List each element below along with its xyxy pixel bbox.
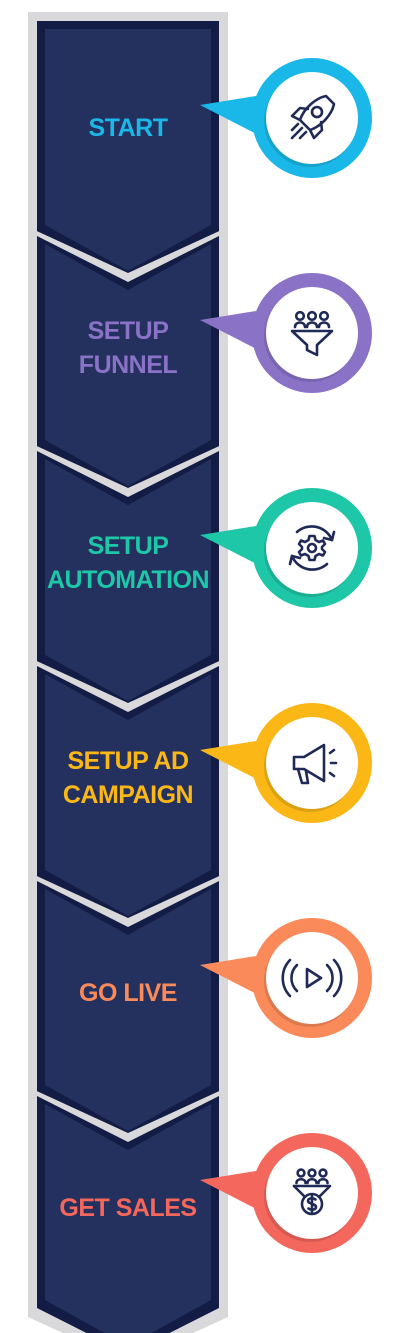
step-label-line: FUNNEL [79, 351, 178, 379]
chevron-face [45, 674, 211, 916]
step-label: SETUP FUNNEL [79, 317, 178, 379]
funnel-people-icon [290, 310, 334, 357]
step-label-line: GO LIVE [79, 979, 177, 1007]
bubble-inner [266, 72, 358, 164]
funnel-dollar-icon [292, 1168, 332, 1216]
step-label: SETUP AD CAMPAIGN [63, 747, 193, 809]
step-label: GET SALES [59, 1194, 196, 1222]
bubble-pointer [200, 956, 268, 1000]
rocket-icon [290, 94, 336, 140]
step-label-line: SETUP [88, 532, 169, 560]
bubble-inner [266, 717, 358, 809]
process-step: SETUP AD CAMPAIGN [28, 657, 372, 933]
chevron-face [45, 889, 211, 1131]
step-icon-bubble [200, 703, 372, 823]
bubble-inner [266, 502, 358, 594]
process-step: GET SALES [28, 1087, 372, 1333]
step-icon-bubble [200, 488, 372, 608]
chevron-face [45, 244, 211, 486]
process-step: SETUP FUNNEL [28, 227, 372, 503]
bubble-pointer [200, 526, 268, 570]
step-icon-bubble [200, 918, 372, 1038]
chevron-face [45, 29, 211, 271]
bubble-pointer [200, 741, 268, 785]
step-icon-bubble [200, 1133, 372, 1253]
live-play-icon [281, 958, 343, 998]
step-label-line: GET SALES [59, 1194, 196, 1222]
bubble-pointer [200, 311, 268, 355]
bubble-inner [266, 287, 358, 379]
step-label-line: AUTOMATION [47, 566, 209, 594]
chevron-face [45, 459, 211, 701]
process-step: SETUP AUTOMATION [28, 442, 372, 718]
step-icon-bubble [200, 58, 372, 178]
step-icon-bubble [200, 273, 372, 393]
step-label: START [89, 114, 168, 142]
step-label-line: SETUP [88, 317, 169, 345]
process-step: GO LIVE [28, 872, 372, 1148]
automation-gear-icon [288, 525, 336, 571]
process-step: START [28, 12, 372, 288]
step-label: GO LIVE [79, 979, 177, 1007]
step-label: SETUP AUTOMATION [47, 532, 209, 594]
step-label-line: START [89, 114, 168, 142]
bubble-inner [266, 932, 358, 1024]
megaphone-icon [292, 743, 338, 785]
chevron-face [45, 1104, 211, 1333]
bubble-pointer [200, 1171, 268, 1215]
step-label-line: SETUP AD [67, 747, 188, 775]
bubble-pointer [200, 96, 268, 140]
step-label-line: CAMPAIGN [63, 781, 193, 809]
